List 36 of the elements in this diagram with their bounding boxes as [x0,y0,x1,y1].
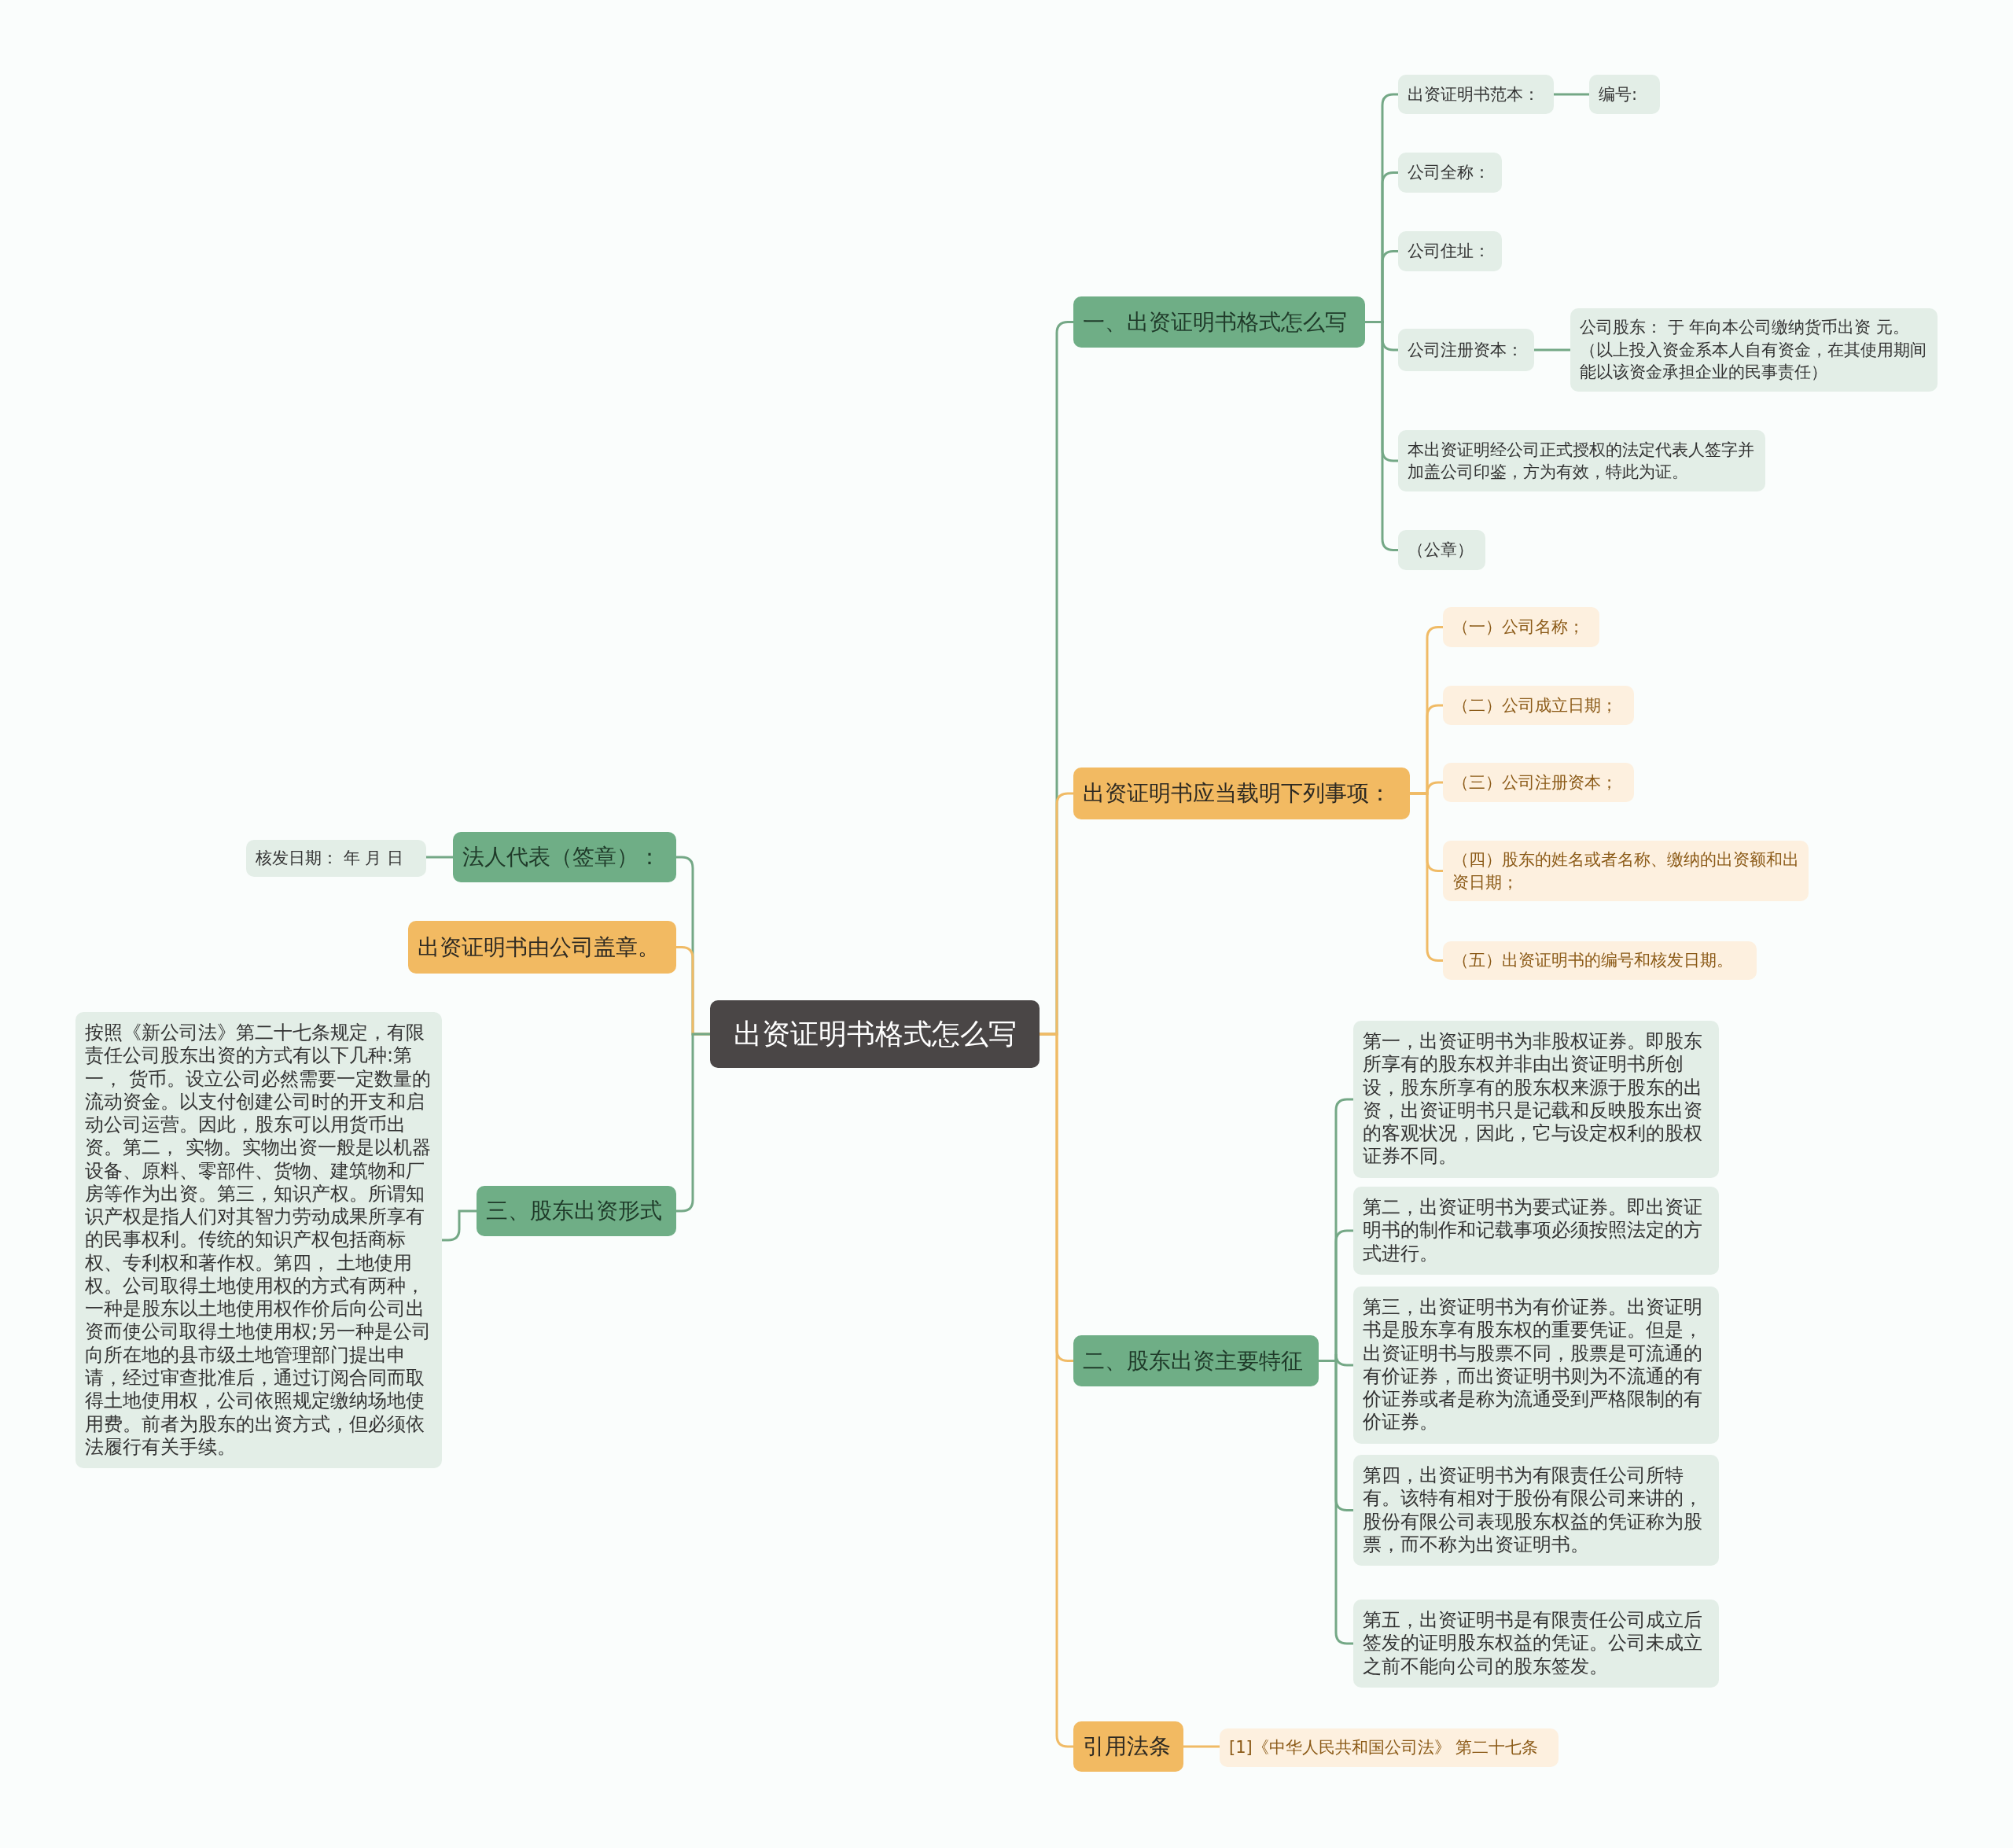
subtopic-box: 公司全称： [1398,153,1502,193]
topic-box: 法人代表（签章）： [453,832,676,882]
topic-box: 出资证明书应当载明下列事项： [1073,768,1410,819]
connector-line [1183,1745,1220,1748]
text-box: 第五，出资证明书是有限责任公司成立后签发的证明股东权益的凭证。公司未成立之前不能向公司的股东签发。 [1353,1600,1719,1688]
text-box: 第三，出资证明书为有价证券。出资证明书是股东享有股东权的重要凭证。但是，出资证明书与股票不同，股票是可流通的有价证券，而出资证明书则为不流通的有价证券或者是称为流通受到严格限制的有价证券。 [1353,1287,1719,1444]
connector-line [1554,93,1589,96]
subtopic-box: （一）公司名称； [1443,607,1599,647]
connector-line [426,856,453,859]
text-box: 第一，出资证明书为非股权证券。即股东所享有的股东权并非由出资证明书所创设，股东所享有的股东权来源于股东的出资，出资证明书只是记载和反映股东出资的客观状况，因此，它与设定权利的股权证券不同。 [1353,1021,1719,1178]
subtopic-box: 核发日期： 年 月 日 [246,840,426,877]
subtopic-box: 出资证明书范本： [1398,75,1554,114]
subtopic-box: [1]《中华人民共和国公司法》 第二十七条 [1220,1728,1559,1767]
central-topic: 出资证明书格式怎么写 [710,1000,1040,1068]
topic-box: 三、股东出资形式 [477,1186,676,1236]
subtopic-box: 公司住址： [1398,231,1502,271]
subtopic-box: 编号: [1589,75,1660,114]
text-box: 按照《新公司法》第二十七条规定，有限责任公司股东出资的方式有以下几种:第一， 货币。设立公司必然需要一定数量的流动资金。以支付创建公司时的开支和启动公司运营。因此，股东可以用货币出资。第二， 实物。实物出资一般是以机器设备、原料、零部件、货物、建筑物和厂房等作为出资。第三，知识产权。所谓知识产权是指人们对其智力劳动成果所享有的民事权利。传统的知识产权包括商标权、专利权和著作权。第四， 土地使用权。公司取得土地使用权的方式有两种，一种是股东以土地使用权作价后向公司出资而使公司取得土地使用权;另一种是公司向所在地的县市级土地管理部门提出申请，经过审查批准后，通过订阅合同而取得土地使用权，公司依照规定缴纳场地使用费。前者为股东的出资方式，但必须依法履行有关手续。 [75,1012,442,1469]
connector-line [676,1033,710,1213]
topic-box: 出资证明书由公司盖章。 [408,921,676,974]
topic-box: 二、股东出资主要特征 [1073,1335,1319,1386]
text-box: 第二，出资证明书为要式证券。即出资证明书的制作和记载事项必须按照法定的方式进行。 [1353,1187,1719,1275]
text-box: 第四，出资证明书为有限责任公司所特有。该特有相对于股份有限公司来讲的，股份有限公司表现股东权益的凭证称为股票，而不称为出资证明书。 [1353,1455,1719,1566]
subtopic-box: （四）股东的姓名或者名称、缴纳的出资额和出资日期； [1443,841,1809,901]
subtopic-box: （三）公司注册资本； [1443,763,1634,802]
connector-line [442,1209,477,1242]
subtopic-box: 公司注册资本： [1398,329,1534,371]
connector-line [1319,1360,1353,1645]
subtopic-box: （五）出资证明书的编号和核发日期。 [1443,941,1757,980]
connector-line [1534,348,1570,352]
subtopic-box: （二）公司成立日期； [1443,686,1634,725]
subtopic-box: 本出资证明经公司正式授权的法定代表人签字并加盖公司印鉴，方为有效，特此为证。 [1398,430,1765,491]
subtopic-box: 公司股东： 于 年向本公司缴纳货币出资 元。（以上投入资金系本人自有资金，在其使用期间能以该资金承担企业的民事责任） [1570,308,1938,392]
subtopic-box: （公章） [1398,530,1485,570]
topic-box: 一、出资证明书格式怎么写 [1073,296,1365,348]
topic-box: 引用法条 [1073,1721,1183,1772]
